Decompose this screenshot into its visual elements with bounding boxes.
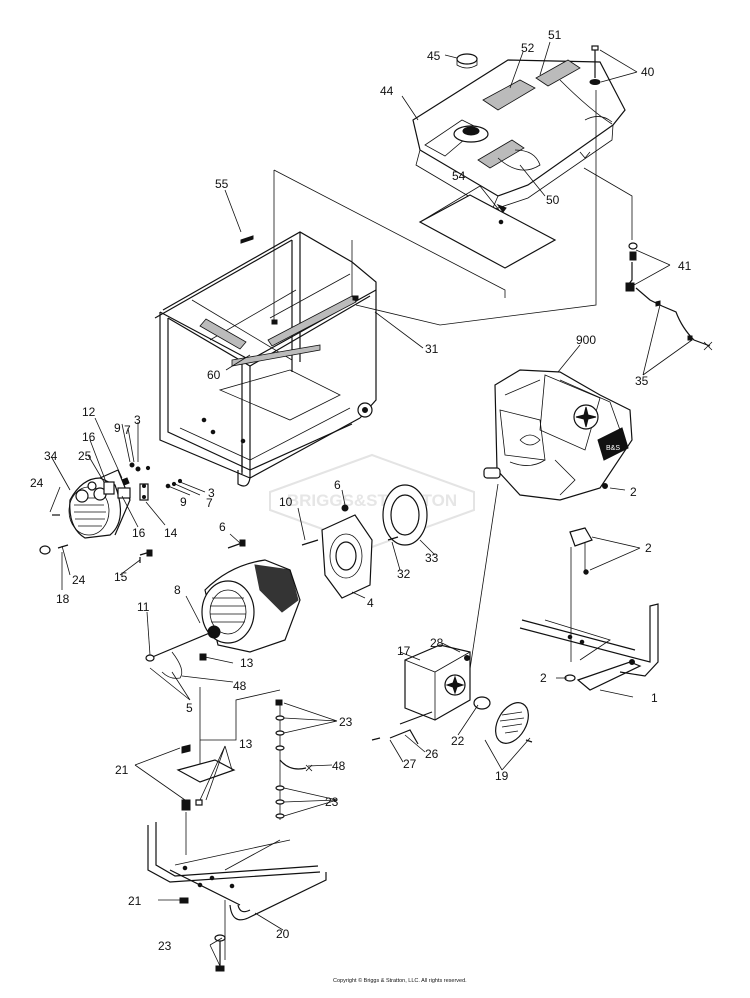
copyright-text: Copyright © Briggs & Stratton, LLC. All … <box>333 978 467 984</box>
callout-15: 15 <box>114 570 128 584</box>
svg-text:B&S: B&S <box>606 445 620 452</box>
callout-2-a: 2 <box>630 485 637 499</box>
callout-16-a: 16 <box>82 430 96 444</box>
callout-51: 51 <box>548 28 562 42</box>
callout-55: 55 <box>215 177 229 191</box>
callout-7-a: 7 <box>124 423 131 437</box>
callout-7-b: 7 <box>206 496 213 510</box>
callout-52: 52 <box>521 41 535 55</box>
callout-4: 4 <box>367 596 374 610</box>
callout-32: 32 <box>397 567 411 581</box>
callout-26: 26 <box>425 747 439 761</box>
callout-6-b: 6 <box>334 478 341 492</box>
callout-19: 19 <box>495 769 509 783</box>
callout-9-b: 9 <box>180 495 187 509</box>
callout-23-c: 23 <box>158 939 172 953</box>
generator-base <box>147 822 327 921</box>
callout-900: 900 <box>576 333 596 347</box>
callout-5: 5 <box>186 701 193 715</box>
callout-34: 34 <box>44 449 58 463</box>
engine: B&S <box>483 369 633 501</box>
watermark-text: BRIGGS&STRATTON <box>287 491 457 510</box>
callout-50: 50 <box>546 193 560 207</box>
callout-2-c: 2 <box>540 671 547 685</box>
callout-1: 1 <box>651 691 658 705</box>
callout-9-a: 9 <box>114 421 121 435</box>
callout-8: 8 <box>174 583 181 597</box>
callout-27: 27 <box>403 757 417 771</box>
electrical-parts <box>39 462 183 563</box>
frame <box>154 231 377 487</box>
callouts: 1 2 2 2 3 3 4 5 6 6 7 7 8 9 9 10 11 12 1… <box>30 28 692 953</box>
callout-23-a: 23 <box>339 715 353 729</box>
fuel-cap <box>456 53 478 69</box>
callout-3-a: 3 <box>134 413 141 427</box>
callout-12: 12 <box>82 405 96 419</box>
callout-33: 33 <box>425 551 439 565</box>
engine-base <box>519 527 659 691</box>
callout-54: 54 <box>452 169 466 183</box>
callout-17: 17 <box>397 644 411 658</box>
copyright-footer: Copyright © Briggs & Stratton, LLC. All … <box>0 978 750 992</box>
callout-48-a: 48 <box>233 679 247 693</box>
callout-11: 11 <box>137 600 150 614</box>
callout-leaders <box>49 41 693 967</box>
callout-6-a: 6 <box>219 520 226 534</box>
callout-14: 14 <box>164 526 178 540</box>
fuel-tank <box>412 59 626 211</box>
callout-31: 31 <box>425 342 439 356</box>
callout-21-a: 21 <box>115 763 129 777</box>
callout-44: 44 <box>380 84 394 98</box>
callout-3-b: 3 <box>208 486 215 500</box>
tank-pad <box>418 194 557 269</box>
adapter-plate <box>227 484 428 599</box>
fuel-line <box>625 242 713 351</box>
callout-18: 18 <box>56 592 70 606</box>
callout-24-b: 24 <box>72 573 86 587</box>
callout-20: 20 <box>276 927 290 941</box>
callout-13-b: 13 <box>239 737 253 751</box>
callout-21-b: 21 <box>128 894 142 908</box>
callout-22: 22 <box>451 734 465 748</box>
alternator <box>145 559 301 679</box>
callout-13-a: 13 <box>240 656 254 670</box>
callout-24-a: 24 <box>30 476 44 490</box>
muffler <box>371 644 533 745</box>
callout-23-b: 23 <box>325 795 339 809</box>
callout-41: 41 <box>678 259 692 273</box>
watermark: BRIGGS&STRATTON <box>269 453 475 549</box>
label-55-part <box>240 235 254 244</box>
callout-40: 40 <box>641 65 655 79</box>
callout-48-b: 48 <box>332 759 346 773</box>
callout-60: 60 <box>207 368 221 382</box>
tank-bolt <box>579 45 601 159</box>
callout-16-b: 16 <box>132 526 146 540</box>
alternator-rear-cover <box>68 469 131 539</box>
callout-35: 35 <box>635 374 649 388</box>
callout-45: 45 <box>427 49 441 63</box>
callout-28: 28 <box>430 636 444 650</box>
wire-harness <box>275 699 313 819</box>
callout-2-b: 2 <box>645 541 652 555</box>
callout-10: 10 <box>279 495 293 509</box>
callout-25: 25 <box>78 449 92 463</box>
